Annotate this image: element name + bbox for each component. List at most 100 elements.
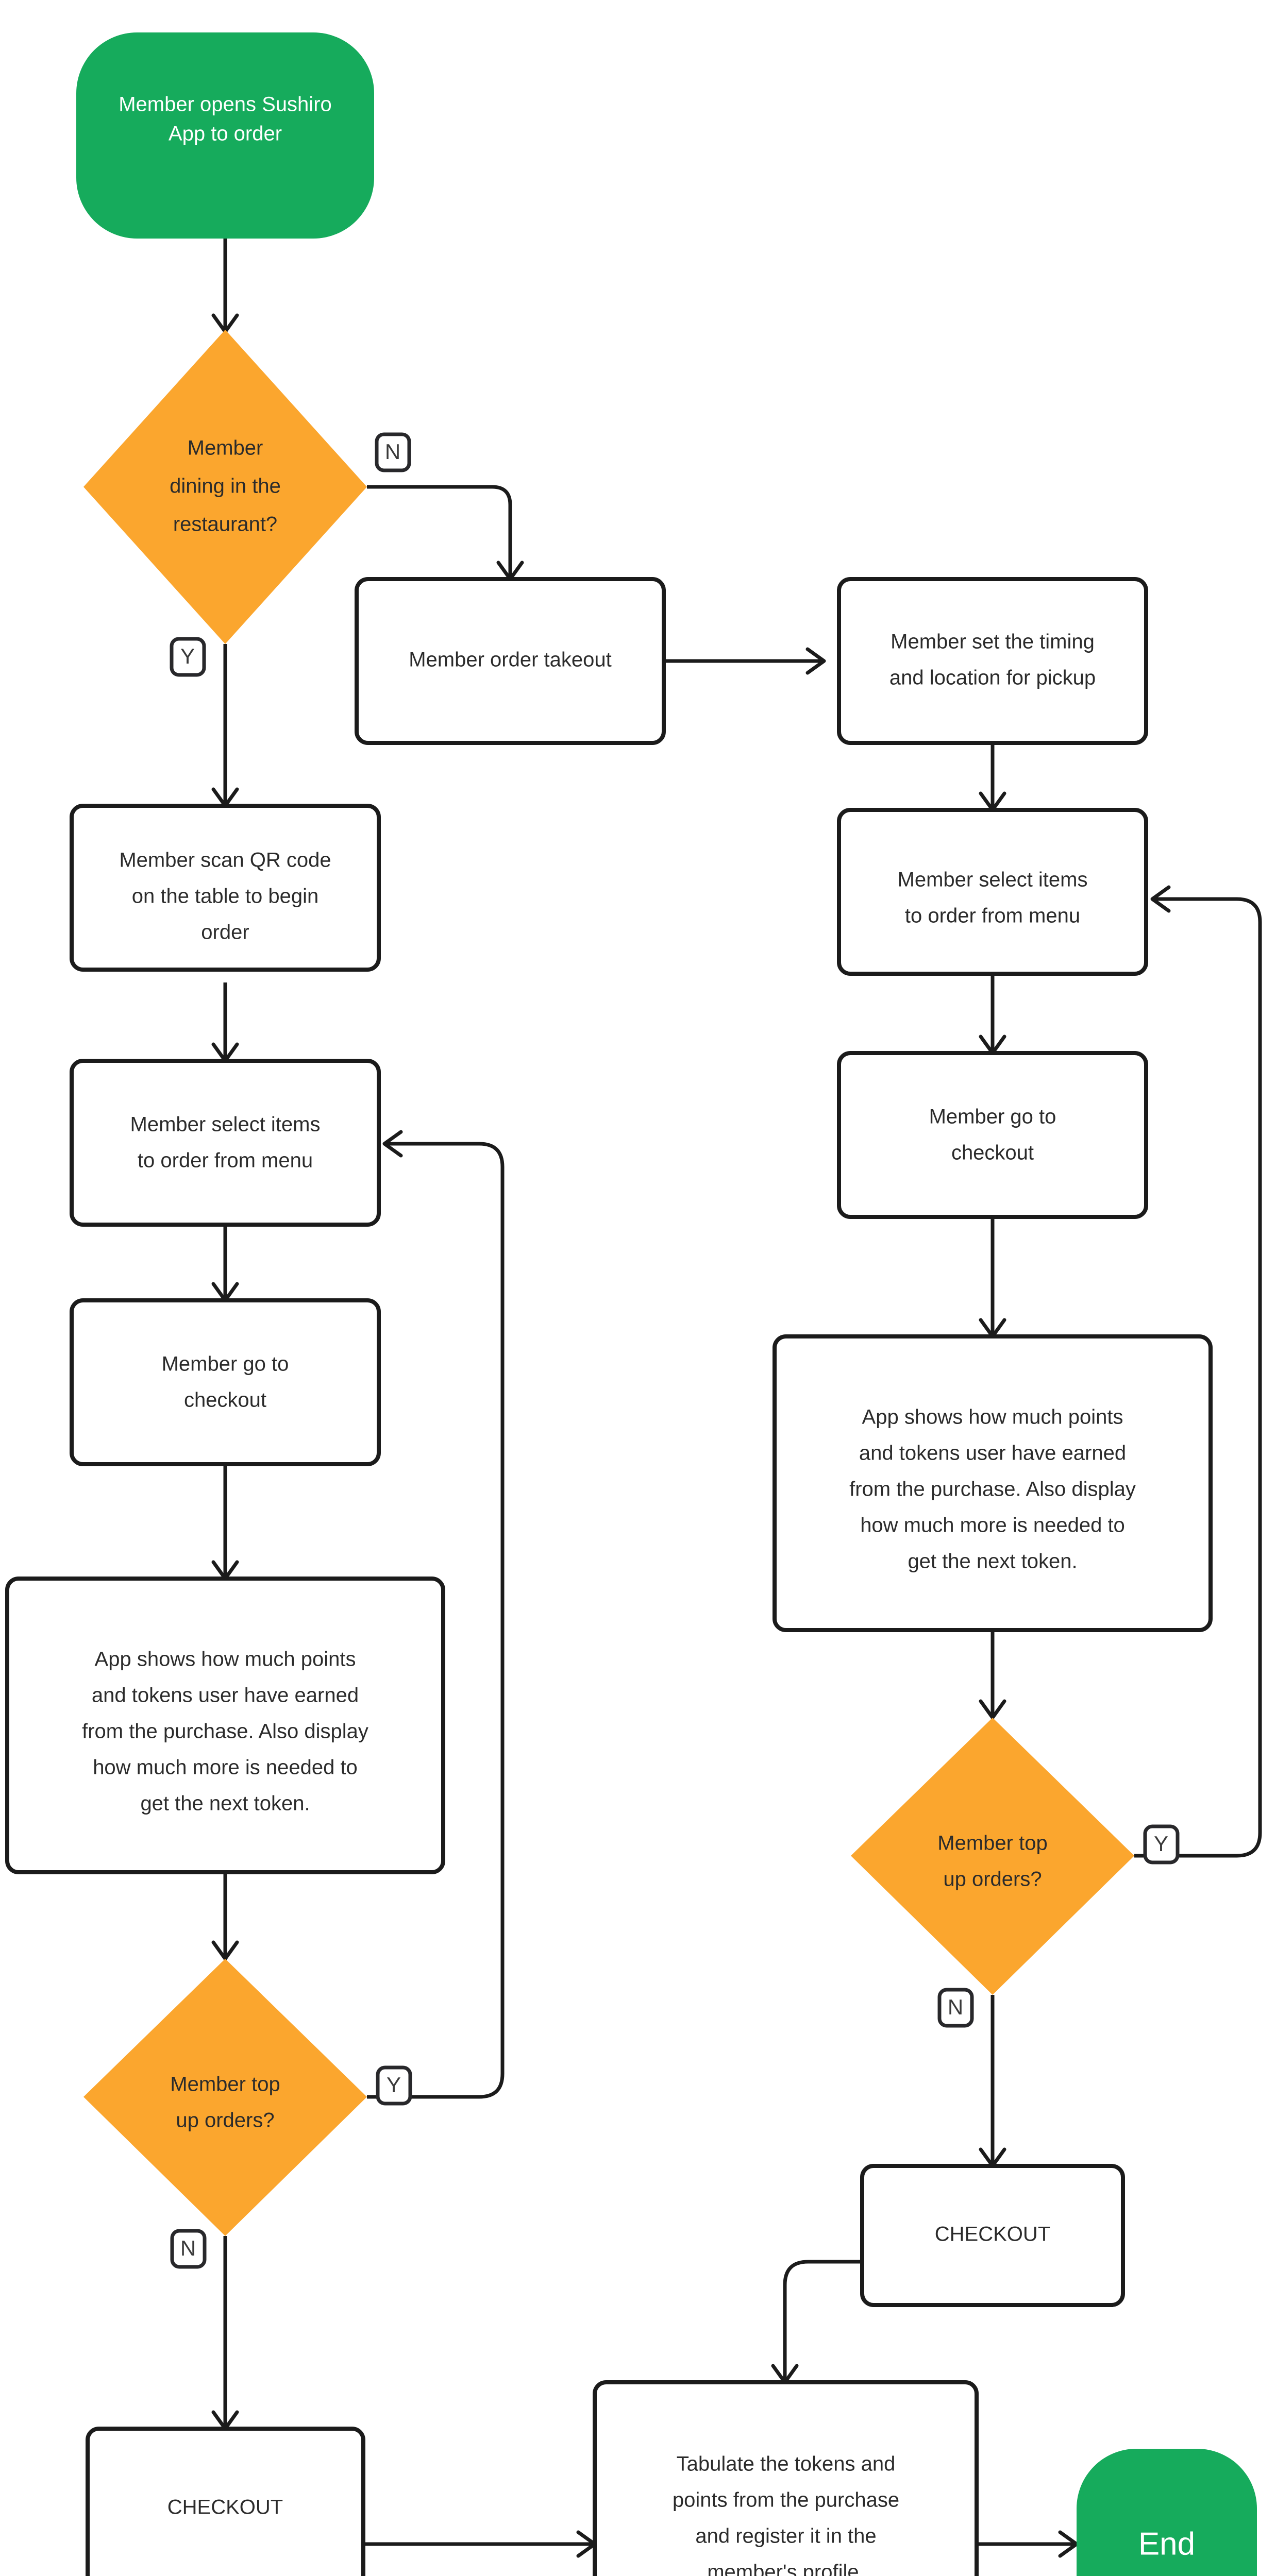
branch-chip-topup-right-yes-text: Y — [1154, 1832, 1168, 1856]
tabulate-line-4: member's profile. — [707, 2561, 865, 2576]
node-app-shows-right[interactable]: App shows how much points and tokens use… — [773, 1334, 1213, 1632]
branch-chip-topup-left-yes: Y — [376, 2065, 412, 2106]
node-checkout-right[interactable]: CHECKOUT — [860, 2164, 1125, 2307]
start-label-line-1: Member opens Sushiro — [119, 93, 332, 116]
set-pickup-label-line-1: Member set the timing — [891, 631, 1095, 653]
tabulate-line-3: and register it in the — [695, 2525, 876, 2548]
arrowhead-setpickup-left — [805, 647, 826, 675]
branch-chip-topup-right-yes: Y — [1143, 1824, 1180, 1865]
node-checkout-step-right[interactable]: Member go to checkout — [837, 1051, 1148, 1219]
topup-decision-right-line-2: up orders? — [943, 1868, 1042, 1891]
node-order-takeout[interactable]: Member order takeout — [355, 577, 666, 745]
edge-checkout-right-to-tabulate — [783, 2260, 862, 2380]
select-items-left-label-line-1: Member select items — [130, 1113, 321, 1136]
branch-chip-topup-left-yes-box — [376, 2065, 412, 2106]
set-pickup-label-line-2: and location for pickup — [889, 667, 1096, 689]
tabulate-line-2: points from the purchase — [673, 2489, 899, 2512]
branch-chip-dining-yes-text: Y — [180, 644, 195, 668]
branch-chip-topup-right-no-box — [937, 1988, 974, 2028]
app-shows-right-line-4: how much more is needed to — [860, 1514, 1125, 1537]
checkout-step-left-label-line-2: checkout — [184, 1389, 266, 1412]
checkout-step-right-shape[interactable] — [837, 1051, 1148, 1219]
set-pickup-shape[interactable] — [837, 577, 1148, 745]
branch-chip-dining-no: N — [375, 432, 411, 472]
start-label-line-2: App to order — [169, 123, 282, 145]
node-checkout-step-left[interactable]: Member go to checkout — [70, 1298, 381, 1466]
select-items-right-shape[interactable] — [837, 808, 1148, 976]
app-shows-right-line-1: App shows how much points — [862, 1406, 1123, 1429]
order-takeout-label: Member order takeout — [409, 649, 612, 671]
edge-topup-left-yes-loopback — [367, 1142, 505, 2099]
app-shows-right-line-5: get the next token. — [908, 1550, 1077, 1573]
node-set-pickup[interactable]: Member set the timing and location for p… — [837, 577, 1148, 745]
checkout-right-shape[interactable] — [860, 2164, 1125, 2307]
scan-qr-label-line-1: Member scan QR code — [119, 849, 331, 872]
select-items-right-label-line-1: Member select items — [898, 869, 1088, 891]
dining-decision-shape[interactable] — [83, 330, 367, 644]
node-topup-decision-right[interactable]: Member top up orders? — [851, 1718, 1134, 1995]
topup-decision-right-shape[interactable] — [851, 1718, 1134, 1995]
edge-topup-right-yes-loopback — [1134, 897, 1262, 1858]
topup-decision-left-line-1: Member top — [170, 2073, 280, 2096]
node-checkout-left[interactable]: CHECKOUT — [86, 2427, 365, 2576]
topup-decision-left-line-2: up orders? — [176, 2109, 274, 2132]
end-label: End — [1138, 2526, 1195, 2562]
node-app-shows-left[interactable]: App shows how much points and tokens use… — [5, 1577, 445, 1874]
app-shows-left-shape[interactable] — [5, 1577, 445, 1874]
branch-chip-dining-yes: Y — [170, 637, 206, 677]
app-shows-right-shape[interactable] — [773, 1334, 1213, 1632]
end-shape[interactable] — [1077, 2449, 1257, 2576]
scan-qr-label-line-2: on the table to begin — [132, 885, 319, 908]
checkout-step-left-label-line-1: Member go to — [162, 1353, 289, 1376]
select-items-right-label-line-2: to order from menu — [905, 905, 1080, 927]
scan-qr-label-line-3: order — [201, 921, 249, 944]
checkout-step-left-shape[interactable] — [70, 1298, 381, 1466]
tabulate-line-1: Tabulate the tokens and — [677, 2453, 896, 2476]
branch-chip-dining-no-box — [375, 432, 411, 472]
topup-decision-left-shape[interactable] — [83, 1959, 367, 2236]
select-items-left-shape[interactable] — [70, 1059, 381, 1227]
branch-chip-topup-right-yes-box — [1143, 1824, 1180, 1865]
node-dining-decision[interactable]: Member dining in the restaurant? — [83, 330, 367, 644]
tabulate-shape[interactable] — [593, 2380, 979, 2576]
app-shows-right-line-3: from the purchase. Also display — [849, 1478, 1136, 1501]
start-shape[interactable] — [76, 32, 374, 239]
app-shows-left-line-3: from the purchase. Also display — [82, 1720, 368, 1743]
app-shows-right-line-2: and tokens user have earned — [859, 1442, 1126, 1465]
order-takeout-shape[interactable] — [355, 577, 666, 745]
app-shows-left-line-1: App shows how much points — [95, 1648, 356, 1671]
checkout-step-right-label-line-2: checkout — [951, 1142, 1034, 1164]
checkout-step-right-label-line-1: Member go to — [929, 1106, 1056, 1128]
arrowhead-selectitems-left-right — [382, 1130, 403, 1158]
edge-dining-no-to-takeout — [367, 485, 512, 577]
node-select-items-right[interactable]: Member select items to order from menu — [837, 808, 1148, 976]
dining-decision-label-line-3: restaurant? — [173, 513, 277, 536]
checkout-left-shape[interactable] — [86, 2427, 365, 2576]
dining-decision-label-line-1: Member — [188, 437, 263, 460]
checkout-left-label: CHECKOUT — [167, 2496, 283, 2519]
branch-chip-topup-left-yes-text: Y — [387, 2073, 401, 2097]
app-shows-left-line-2: and tokens user have earned — [92, 1684, 359, 1707]
topup-decision-right-line-1: Member top — [937, 1832, 1047, 1855]
scan-qr-shape[interactable] — [70, 804, 381, 972]
branch-chip-topup-left-no: N — [170, 2229, 207, 2269]
node-tabulate[interactable]: Tabulate the tokens and points from the … — [593, 2380, 979, 2576]
branch-chip-topup-right-no: N — [937, 1988, 974, 2028]
branch-chip-topup-left-no-box — [170, 2229, 207, 2269]
dining-decision-label-line-2: dining in the — [170, 475, 281, 498]
app-shows-left-line-5: get the next token. — [140, 1792, 310, 1815]
node-select-items-left[interactable]: Member select items to order from menu — [70, 1059, 381, 1227]
node-start[interactable]: Member opens Sushiro App to order — [76, 32, 374, 239]
branch-chip-dining-yes-box — [170, 637, 206, 677]
node-topup-decision-left[interactable]: Member top up orders? — [83, 1959, 367, 2236]
arrowhead-selectitems-right-right — [1150, 885, 1171, 913]
node-scan-qr[interactable]: Member scan QR code on the table to begi… — [70, 804, 381, 972]
branch-chip-dining-no-text: N — [385, 439, 400, 464]
node-end[interactable]: End — [1077, 2449, 1257, 2576]
branch-chip-topup-right-no-text: N — [948, 1995, 963, 2019]
branch-chip-topup-left-no-text: N — [180, 2236, 196, 2260]
app-shows-left-line-4: how much more is needed to — [93, 1756, 358, 1779]
select-items-left-label-line-2: to order from menu — [138, 1149, 313, 1172]
checkout-right-label: CHECKOUT — [935, 2223, 1050, 2246]
